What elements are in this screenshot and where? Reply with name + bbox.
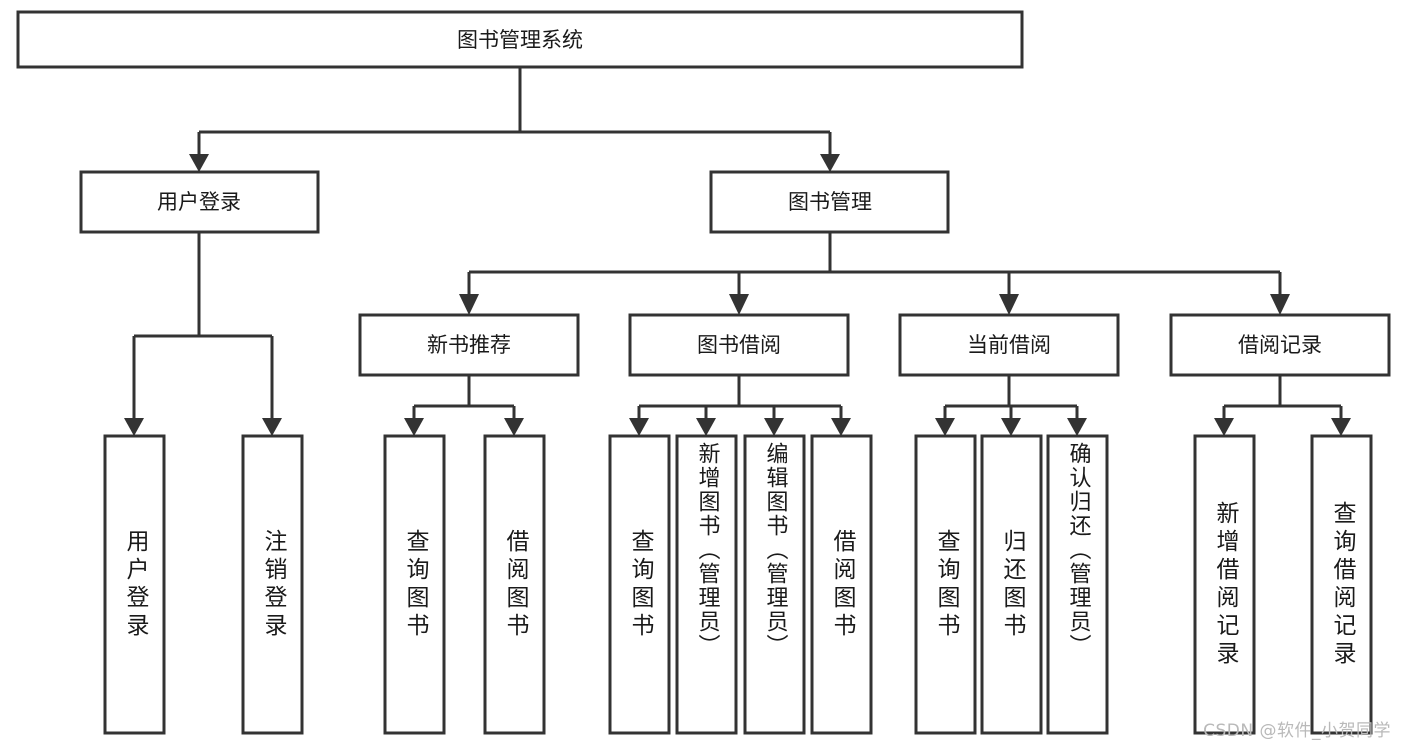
connectors-group [124, 67, 1351, 436]
arrow-to-user-login [189, 154, 209, 172]
arrow-to-leaf-query-book-1 [404, 418, 424, 436]
leaf-boxes-group [103, 434, 1373, 735]
arrow-to-leaf-user-logout [262, 418, 282, 436]
node-current-borrow[interactable]: 当前借阅 [898, 313, 1120, 377]
arrow-to-leaf-borrow-book-1 [504, 418, 524, 436]
arrow-to-leaf-user-login [124, 418, 144, 436]
arrow-to-leaf-add-book [696, 418, 716, 436]
node-root[interactable]: 图书管理系统 [16, 10, 1024, 69]
arrow-to-borrow-record [1270, 294, 1290, 315]
node-leaf-borrow-book-1-box[interactable] [483, 434, 546, 735]
node-borrow-record-box[interactable] [1169, 313, 1391, 377]
node-leaf-edit-book-box[interactable] [743, 434, 806, 735]
node-borrow-record-label: 借阅记录 [1238, 333, 1322, 357]
node-new-book-rec-box[interactable] [358, 313, 580, 377]
node-borrow-record[interactable]: 借阅记录 [1169, 313, 1391, 377]
node-book-manage-box[interactable] [709, 170, 950, 234]
node-book-borrow[interactable]: 图书借阅 [628, 313, 850, 377]
node-book-manage-label: 图书管理 [788, 190, 872, 214]
connector-borrow-record-bus [1222, 375, 1343, 422]
node-book-manage[interactable]: 图书管理 [709, 170, 950, 234]
node-root-box[interactable] [16, 10, 1024, 69]
arrow-to-leaf-add-record [1214, 418, 1234, 436]
node-root-label: 图书管理系统 [457, 28, 583, 52]
node-leaf-query-book-3-box[interactable] [914, 434, 977, 735]
node-leaf-add-book-box[interactable] [675, 434, 738, 735]
node-leaf-query-book-2-box[interactable] [608, 434, 671, 735]
arrow-to-new-book-rec [459, 294, 479, 315]
arrow-to-leaf-query-book-2 [629, 418, 649, 436]
node-leaf-borrow-book-2-box[interactable] [810, 434, 873, 735]
node-new-book-rec-label: 新书推荐 [427, 333, 511, 357]
connector-book-manage-bus [467, 232, 1282, 298]
connector-book-borrow-bus [637, 375, 843, 422]
node-leaf-add-record-box[interactable] [1193, 434, 1256, 735]
node-new-book-rec[interactable]: 新书推荐 [358, 313, 580, 377]
node-leaf-confirm-return-box[interactable] [1046, 434, 1109, 735]
node-leaf-return-book-box[interactable] [980, 434, 1043, 735]
node-book-borrow-box[interactable] [628, 313, 850, 377]
connector-user-login-bus [132, 232, 274, 422]
connector-current-borrow-bus [943, 375, 1079, 422]
node-leaf-query-book-1-box[interactable] [383, 434, 446, 735]
arrow-to-book-manage [820, 154, 840, 172]
node-user-login-box[interactable] [79, 170, 320, 234]
arrow-to-leaf-return-book [1001, 418, 1021, 436]
arrow-to-leaf-borrow-book-2 [831, 418, 851, 436]
arrow-to-leaf-edit-book [764, 418, 784, 436]
node-leaf-user-login-box[interactable] [103, 434, 166, 735]
connector-root-bus [197, 67, 832, 158]
arrow-to-leaf-confirm-return [1067, 418, 1087, 436]
arrow-to-current-borrow [999, 294, 1019, 315]
arrow-to-leaf-query-book-3 [935, 418, 955, 436]
arrow-to-leaf-query-record [1331, 418, 1351, 436]
connector-new-book-rec-bus [412, 375, 516, 422]
node-current-borrow-box[interactable] [898, 313, 1120, 377]
node-current-borrow-label: 当前借阅 [967, 333, 1051, 357]
node-user-login-label: 用户登录 [157, 190, 241, 214]
arrow-to-book-borrow [729, 294, 749, 315]
node-leaf-user-logout-box[interactable] [241, 434, 304, 735]
node-book-borrow-label: 图书借阅 [697, 333, 781, 357]
node-leaf-query-record-box[interactable] [1310, 434, 1373, 735]
node-user-login[interactable]: 用户登录 [79, 170, 320, 234]
